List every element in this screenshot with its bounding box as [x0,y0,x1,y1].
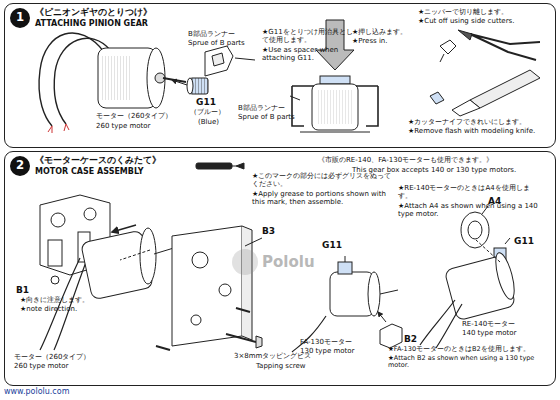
note: ★Remove flash with modeling knife. [408,127,535,135]
part-number: B2 [404,334,417,344]
part-number: B3 [262,226,275,236]
tapping-screw [156,308,262,350]
watermark: Pololu [262,254,315,271]
step-number-text: 2 [10,156,30,175]
part-name: 260 type motor [14,362,68,370]
note: ★Cut off using side cutters. [418,17,514,25]
note: ★カッターナイフできれいにします。 [408,118,526,126]
part-number: G11 [196,97,216,107]
note: ★押し込みます。 [352,28,407,36]
pinion-gear-g11 [187,78,208,94]
step-number-text: 1 [10,8,30,27]
note: ★Apply grease to portions shown with thi… [252,190,392,206]
sprue-spacer [205,46,255,76]
part-name: RE-140モーター [462,320,515,328]
note: ★note direction. [20,305,77,313]
motor-140 [420,206,518,348]
part-name: 130 type motor [300,347,354,355]
part-name: モーター（260タイプ） [96,112,172,120]
note: 《市販のRE-140、FA-130モーターも使用できます。》 [318,156,493,164]
motor-260 [39,33,190,133]
note: ★Press in. [352,37,388,45]
step-number: 2 [10,156,30,176]
part-name: モーター（260タイプ） [14,353,90,361]
note: ★Attach B2 as shown when using a 130 typ… [388,355,538,370]
part-name: 3×8mmタッピングビス [234,352,311,360]
part-name: 140 type motor [462,329,516,337]
step-subtitle: MOTOR CASE ASSEMBLY [35,167,144,176]
part-name: 260 type motor [96,122,150,130]
part-color: (Blue) [198,118,219,126]
note: ★ニッパーで切り離します。 [418,8,508,16]
note: ★Use as spacer when attaching G11. [262,46,354,62]
step-number: 1 [10,8,30,28]
part-number: B1 [16,285,29,295]
note: ★FA-130モーターのときはB2を使用します。 [388,346,552,353]
modeling-knife [430,70,540,116]
part-name: Sprue of B parts [238,113,295,121]
bracket-b3 [172,226,262,346]
part-number: G11 [322,240,342,250]
step-title: 《モーターケースのくみたて》 [35,155,161,165]
note: ★向きに注意します。 [20,296,89,304]
part-color: （ブルー） [190,108,225,116]
part-name: FA-130モーター [300,338,352,346]
part-number: G11 [514,236,534,246]
part-number: A4 [488,196,501,206]
note: ★RE-140モーターのときはA4を使用します。 [398,184,538,200]
part-name: Sprue of B parts [188,39,245,47]
note: This gear box accepts 140 or 130 type mo… [352,166,516,174]
step-subtitle: ATTACHING PINION GEAR [35,19,148,28]
watermark-url: www.pololu.com [4,387,69,396]
watermark-logo [232,249,258,275]
note: ★Attach A4 as shown when using a 140 typ… [398,202,538,218]
part-name: Tapping screw [256,362,306,370]
grease-mark [196,163,244,169]
part-name: B部品ランナー [188,30,235,38]
side-cutters [440,30,540,62]
note: ★このマークの部分には必ずグリスをぬってください。 [252,172,392,188]
step-title: 《ピニオンギヤのとりつけ》 [35,7,152,17]
note: ★G11をとりつけ用治具として使用します。 [262,28,354,44]
part-name: B部品ランナー [238,104,285,112]
